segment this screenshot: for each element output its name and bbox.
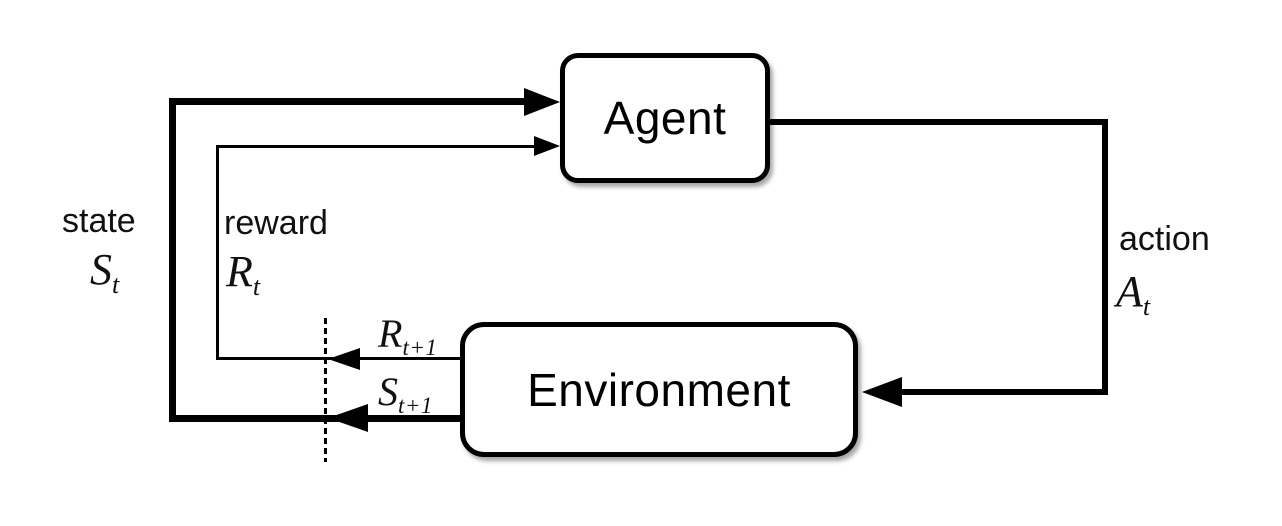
- state-symbol-label: St: [90, 245, 120, 299]
- reward-line-top: [216, 145, 534, 148]
- time-step-boundary-dashed-line: [324, 318, 327, 462]
- reward-symbol-label: Rt: [226, 247, 261, 301]
- next-reward-symbol-label: Rt+1: [378, 311, 438, 360]
- state-arrowhead-icon: [524, 88, 560, 116]
- action-line-bottom: [898, 389, 1108, 395]
- action-word-label: action: [1119, 220, 1210, 258]
- state-line-vertical: [169, 98, 176, 422]
- agent-node: Agent: [560, 53, 770, 183]
- action-arrowhead-icon: [862, 377, 902, 407]
- state-line-bottom: [169, 415, 462, 422]
- action-line-top: [768, 119, 1108, 125]
- reward-word-label: reward: [224, 204, 328, 242]
- action-symbol-label: At: [1116, 267, 1151, 321]
- next-state-arrowhead-icon: [328, 404, 368, 432]
- reward-arrowhead-icon: [534, 136, 560, 156]
- action-line-vertical: [1102, 119, 1108, 395]
- next-state-symbol-label: St+1: [378, 369, 433, 418]
- environment-node-label: Environment: [527, 363, 791, 416]
- next-reward-arrowhead-icon: [328, 348, 360, 370]
- state-line-top: [169, 98, 524, 105]
- environment-node: Environment: [460, 322, 858, 457]
- state-word-label: state: [62, 202, 136, 240]
- reward-line-vertical: [216, 145, 219, 360]
- agent-node-label: Agent: [603, 92, 727, 144]
